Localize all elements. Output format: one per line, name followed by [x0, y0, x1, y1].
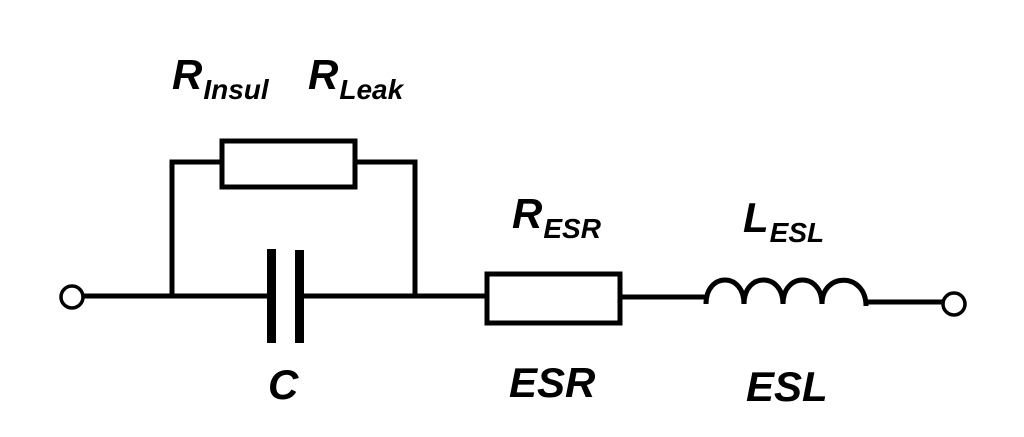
resistor-insulation-leakage [219, 138, 358, 190]
label-l-esl: LESL [743, 194, 824, 247]
label-main: L [743, 194, 769, 241]
label-r-esr: RESR [512, 190, 601, 243]
label-r-leak: RLeak [308, 51, 403, 104]
label-subscript: ESL [769, 217, 825, 248]
wire-parallel-left [169, 159, 225, 299]
label-subscript: ESR [543, 213, 601, 244]
label-main: R [172, 51, 203, 98]
label-main: R [512, 190, 543, 237]
label-subscript: Leak [339, 74, 404, 105]
label-subscript: Insul [203, 74, 269, 105]
label-capacitor: C [268, 361, 299, 408]
resistor-esr [484, 271, 623, 326]
label-esr: ESR [509, 359, 596, 406]
capacitor-plate-left [267, 249, 276, 343]
label-main: R [308, 51, 339, 98]
inductor-esl [703, 277, 869, 307]
capacitor-plate-right [295, 250, 304, 343]
left-terminal [59, 284, 85, 310]
label-r-insul: RInsul [172, 51, 269, 104]
wire-parallel-right [352, 159, 418, 299]
right-terminal [941, 291, 967, 317]
label-esl: ESL [746, 363, 828, 410]
